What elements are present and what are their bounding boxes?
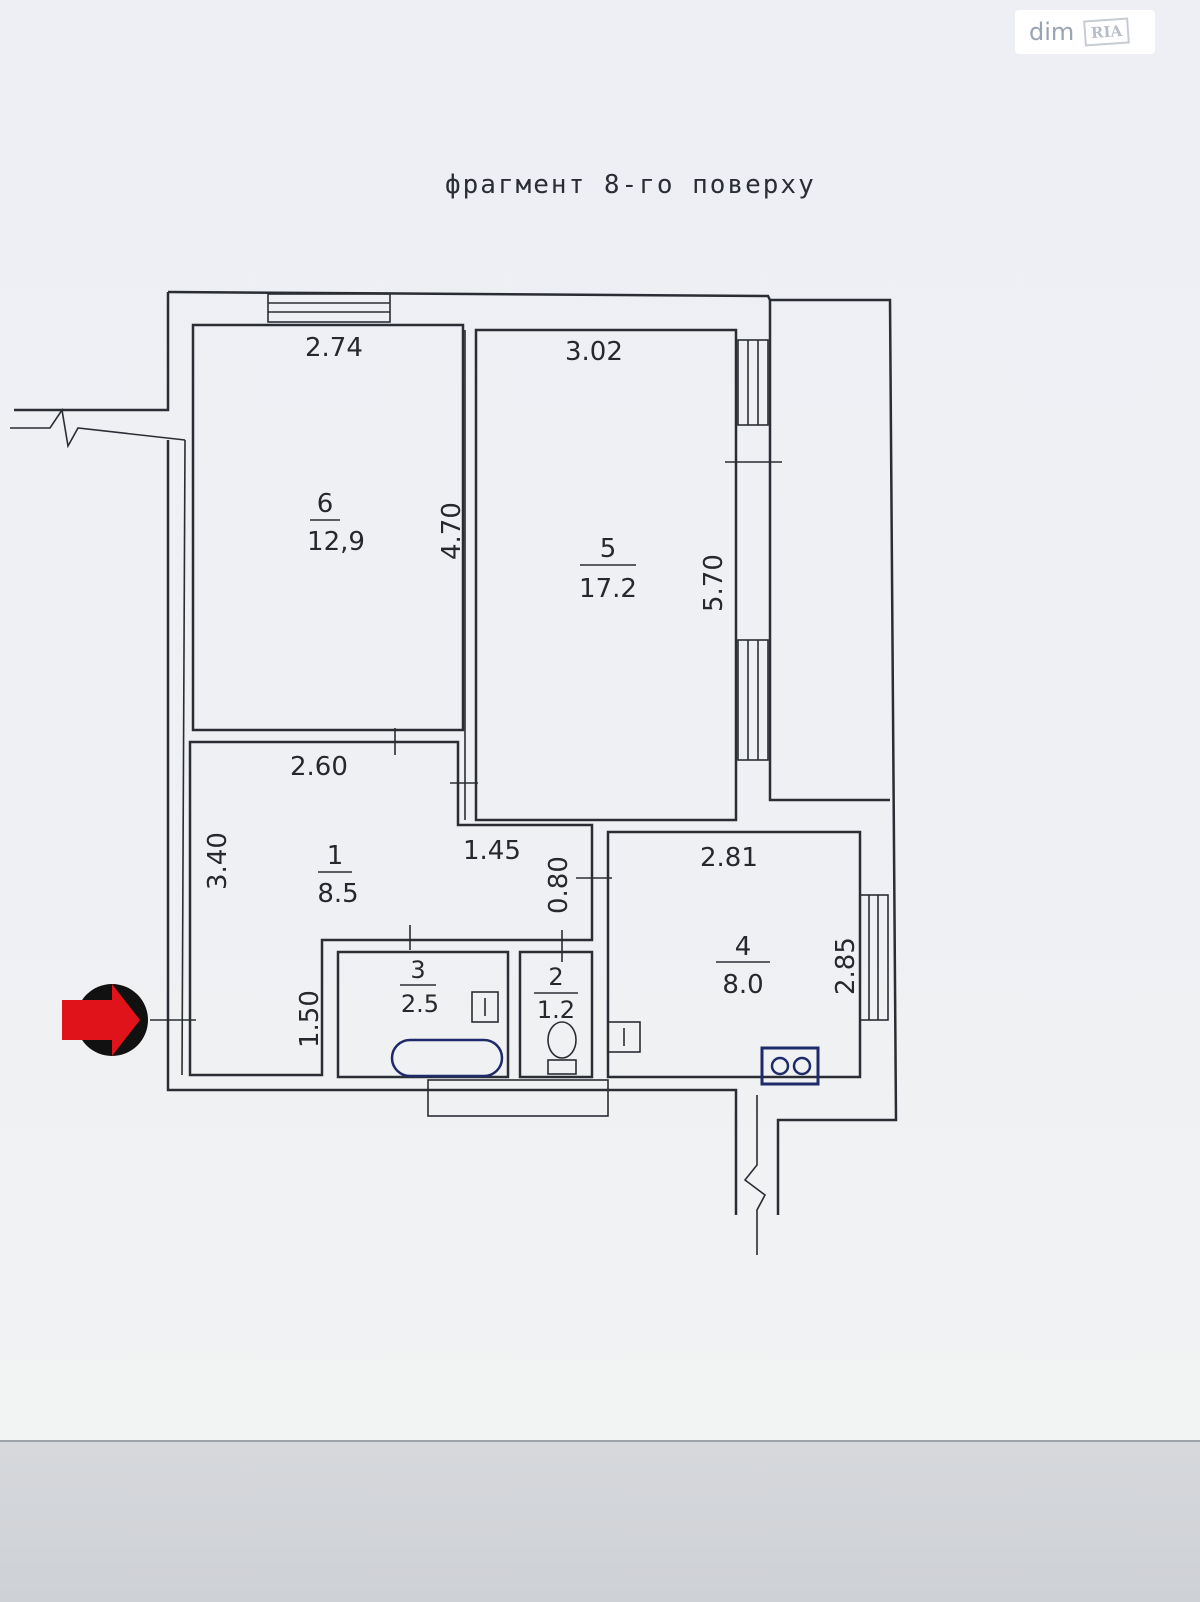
room-6-outline	[191, 323, 465, 732]
room-1-number: 1	[327, 841, 344, 871]
dim-room5-width: 3.02	[565, 337, 623, 367]
break-mark-bottom	[743, 1095, 767, 1255]
window-right-upper	[737, 339, 769, 426]
outer-wall	[166, 290, 898, 1215]
room-3-area: 2.5	[401, 990, 439, 1018]
dim-room6-height: 4.70	[437, 502, 467, 560]
room-3-number: 3	[410, 956, 425, 984]
toilet-icon	[547, 1021, 577, 1059]
window-kitchen	[859, 894, 889, 1021]
room-1-outline	[188, 740, 594, 1077]
room-5-number: 5	[600, 534, 617, 564]
plan-sheet	[0, 0, 1200, 1440]
dim-room1-width: 2.60	[290, 752, 348, 782]
room-4-number: 4	[735, 932, 752, 962]
dim-room6-width: 2.74	[305, 333, 363, 363]
inner-wall-left	[181, 439, 186, 1076]
room-5-outline	[474, 328, 738, 822]
room-5-area: 17.2	[579, 574, 637, 604]
stove-icon	[760, 1046, 820, 1086]
room-6-number: 6	[317, 489, 334, 519]
room-2-number: 2	[548, 963, 563, 991]
dim-ria-watermark: dim RIA	[1015, 10, 1155, 54]
room-4-area: 8.0	[722, 970, 763, 1000]
watermark-dim-text: dim	[1029, 18, 1075, 46]
dim-room4-height: 2.85	[831, 937, 861, 995]
stove-burner-icon	[792, 1056, 812, 1076]
stair-recess	[427, 1079, 609, 1117]
dim-room1-height: 3.40	[203, 832, 233, 890]
dim-room4-width: 2.81	[700, 843, 758, 873]
floor-plan: фрагмент 8-го поверху 2.74 4.70 6 12,9 3…	[10, 170, 898, 1255]
room-2-outline	[518, 950, 594, 1079]
sink-icon	[471, 991, 499, 1023]
window-top	[267, 293, 391, 323]
room-6-area: 12,9	[307, 527, 365, 557]
window-right-lower	[737, 639, 769, 761]
stove-burner-icon	[770, 1056, 790, 1076]
bathtub-icon	[390, 1038, 504, 1078]
toilet-tank	[547, 1059, 577, 1075]
dim-corridor-height: 0.80	[544, 856, 574, 914]
background-surface	[0, 1440, 1200, 1602]
room-2-area: 1.2	[537, 996, 575, 1024]
dim-room5-height: 5.70	[699, 554, 729, 612]
plan-title: фрагмент 8-го поверху	[445, 170, 816, 200]
dim-corridor-width: 1.45	[463, 836, 521, 866]
break-mark-left	[10, 407, 186, 449]
entrance-arrow-icon	[62, 984, 140, 1056]
room-1-area: 8.5	[317, 879, 358, 909]
dim-niche-height: 1.50	[295, 990, 325, 1048]
loggia-wall	[768, 300, 890, 802]
outer-wall-left-stub	[14, 292, 170, 412]
kitchen-sink-icon	[607, 1021, 641, 1053]
